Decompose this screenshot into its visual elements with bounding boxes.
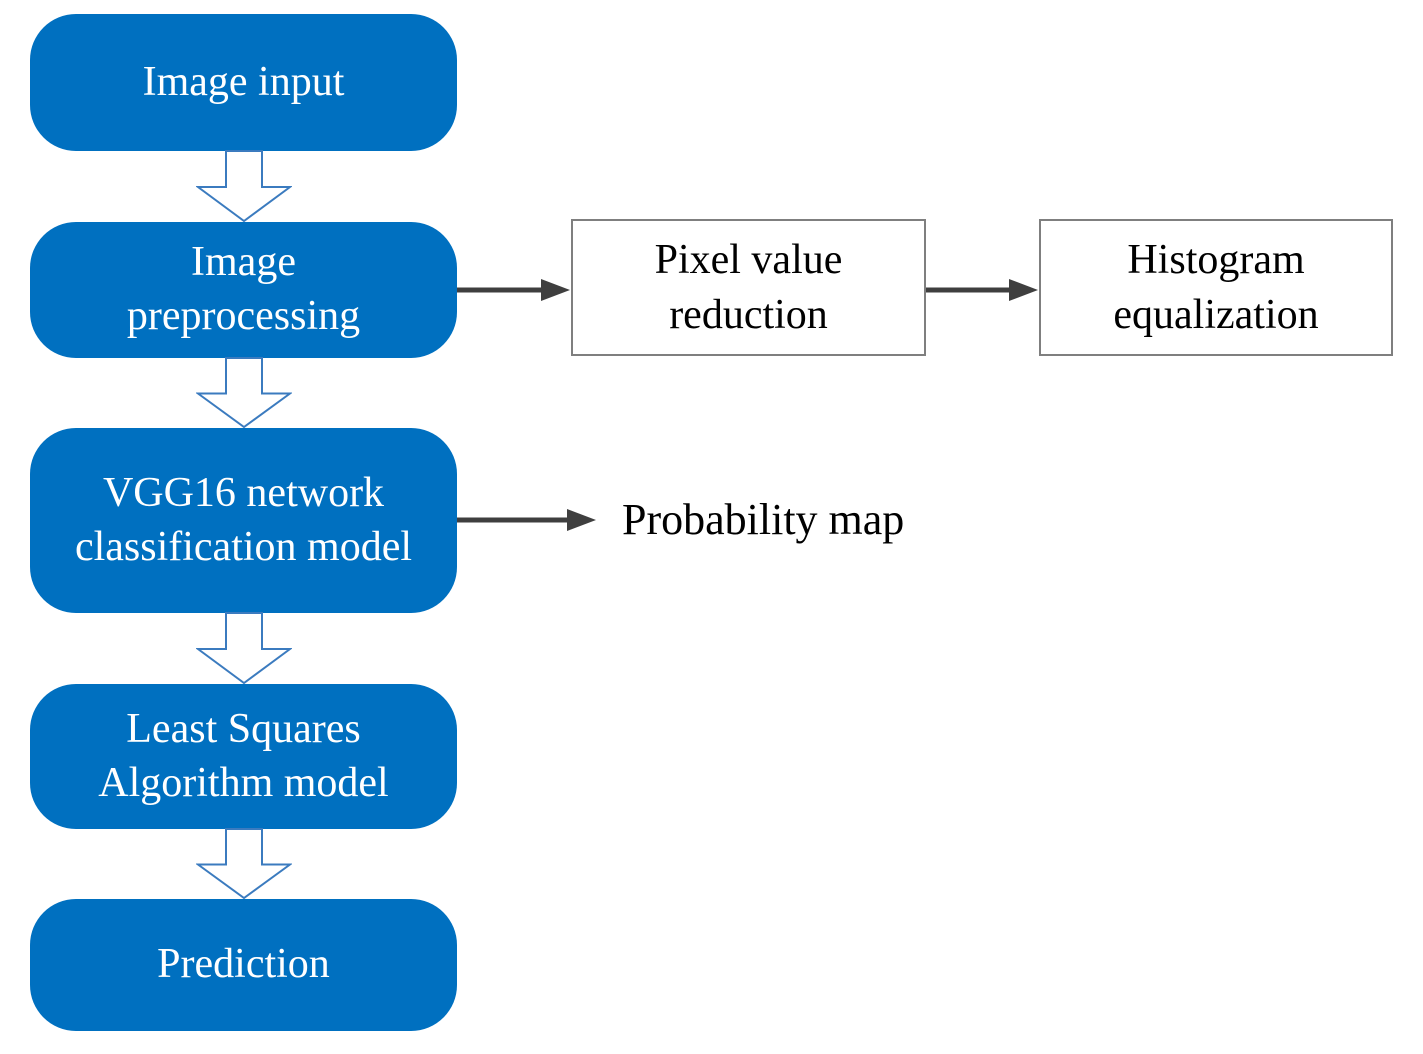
node-prediction-label: Prediction	[157, 941, 330, 988]
node-histogram-equalization-label: Histogram equalization	[1113, 236, 1319, 338]
node-pixel-value-reduction-label: Pixel value reduction	[654, 236, 843, 338]
node-least-squares-label: Least Squares Algorithm model	[98, 705, 389, 806]
node-vgg16-label: VGG16 network classification model	[74, 469, 413, 570]
right-arrow-icon	[457, 509, 596, 531]
node-pixel-value-reduction: Pixel value reduction	[571, 219, 926, 356]
down-arrow-icon	[196, 612, 292, 684]
node-histogram-equalization: Histogram equalization	[1039, 219, 1393, 356]
node-image-input-label: Image input	[142, 58, 345, 105]
probability-map-label: Probability map	[622, 495, 905, 544]
down-arrow-icon	[196, 828, 292, 899]
node-image-preprocessing-label: Image preprocessing	[126, 239, 361, 339]
node-image-preprocessing: Image preprocessing	[30, 222, 457, 358]
node-least-squares-model: Least Squares Algorithm model	[30, 684, 457, 829]
node-image-input: Image input	[30, 14, 457, 151]
node-prediction: Prediction	[30, 899, 457, 1031]
right-arrow-icon	[926, 279, 1038, 301]
down-arrow-icon	[196, 357, 292, 428]
right-arrow-icon	[457, 279, 570, 301]
node-vgg16-classification-model: VGG16 network classification model	[30, 428, 457, 613]
down-arrow-icon	[196, 150, 292, 222]
